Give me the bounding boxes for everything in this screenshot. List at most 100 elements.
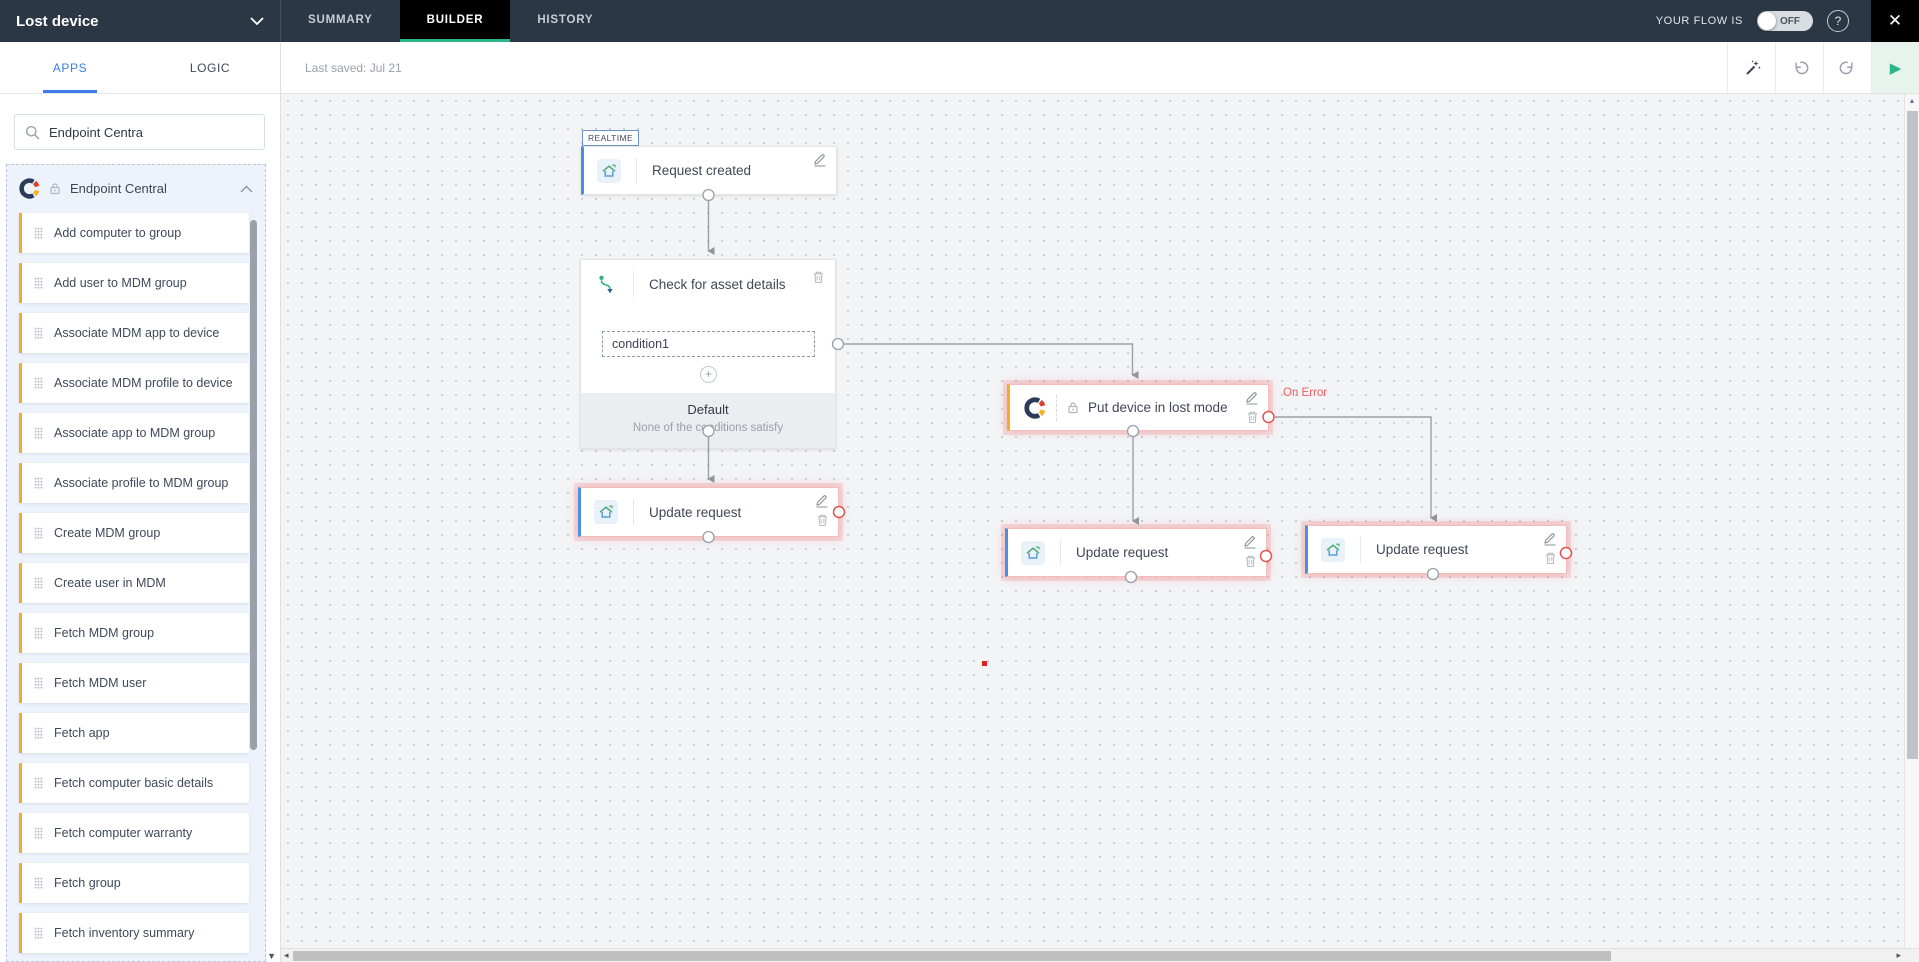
- servicedesk-app-icon: [1321, 537, 1345, 562]
- node-divider: [633, 271, 634, 297]
- delete-icon[interactable]: [816, 513, 829, 527]
- edit-icon[interactable]: [813, 152, 827, 167]
- chevron-up-icon[interactable]: [240, 185, 253, 193]
- app-action-item[interactable]: Associate MDM profile to device: [19, 363, 249, 403]
- delete-icon[interactable]: [812, 270, 825, 284]
- edit-icon[interactable]: [815, 493, 829, 508]
- node-update-request-right[interactable]: Update request: [1305, 525, 1567, 574]
- builder-toolbar: Last saved: Jul 21 ▶: [281, 42, 1919, 94]
- on-error-label: On Error: [1283, 387, 1328, 399]
- redo-button[interactable]: [1823, 42, 1871, 93]
- drag-grip-icon: [34, 677, 43, 689]
- app-action-list: Add computer to group: [7, 210, 265, 961]
- sidebar-scrollbar[interactable]: [250, 220, 257, 750]
- scroll-left-arrow[interactable]: ◂: [284, 950, 289, 960]
- tab-summary[interactable]: SUMMARY: [308, 13, 373, 26]
- node-request-created[interactable]: Request created: [581, 146, 837, 195]
- delete-icon[interactable]: [1246, 410, 1259, 424]
- servicedesk-app-icon: [594, 500, 618, 524]
- app-action-item[interactable]: Associate MDM app to device: [19, 313, 249, 353]
- node-label: Update request: [1076, 545, 1169, 560]
- drag-grip-icon: [34, 627, 43, 639]
- flow-on-off-toggle[interactable]: OFF: [1757, 11, 1813, 31]
- search-wrap: [0, 94, 280, 162]
- topbar-right: YOUR FLOW IS OFF ? ✕: [1656, 0, 1919, 42]
- flow-status-label: YOUR FLOW IS: [1655, 15, 1743, 27]
- app-action-label: Add computer to group: [54, 226, 182, 240]
- toggle-knob: [1758, 12, 1776, 30]
- app-action-item[interactable]: Fetch MDM group: [19, 613, 249, 653]
- node-divider: [1056, 394, 1057, 421]
- app-action-label: Fetch inventory summary: [54, 926, 195, 940]
- edit-icon[interactable]: [1243, 534, 1257, 549]
- app-action-label: Associate profile to MDM group: [54, 476, 229, 490]
- sidebar-scroll-down-arrow[interactable]: ▼: [267, 951, 276, 961]
- drag-grip-icon: [34, 427, 43, 439]
- flow-title-bar[interactable]: Lost device: [0, 0, 281, 42]
- node-label: Update request: [1376, 542, 1469, 557]
- edit-icon[interactable]: [1543, 531, 1557, 546]
- app-group-header[interactable]: Endpoint Central: [7, 165, 265, 210]
- undo-button[interactable]: [1775, 42, 1823, 93]
- app-action-item[interactable]: Create MDM group: [19, 513, 249, 553]
- default-branch-subtitle: None of the conditions satisfy: [632, 422, 784, 434]
- servicedesk-app-icon: [597, 158, 621, 183]
- edit-icon[interactable]: [1245, 390, 1259, 405]
- app-action-item[interactable]: Fetch computer warranty: [19, 813, 249, 853]
- vertical-scroll-thumb[interactable]: [1907, 111, 1918, 759]
- app-action-item[interactable]: Associate app to MDM group: [19, 413, 249, 453]
- app-action-item[interactable]: Create user in MDM: [19, 563, 249, 603]
- node-put-device-in-lost-mode[interactable]: Put device in lost mode: [1007, 384, 1269, 431]
- sidebar-tab-logic[interactable]: LOGIC: [189, 60, 231, 75]
- toolbar-actions: ▶: [1727, 42, 1919, 93]
- toggle-state-label: OFF: [1780, 15, 1800, 27]
- app-action-item[interactable]: Add computer to group: [19, 213, 249, 253]
- app-action-label: Fetch MDM group: [54, 626, 155, 640]
- drag-grip-icon: [34, 377, 43, 389]
- canvas-horizontal-scrollbar[interactable]: ◂ ▸: [281, 948, 1919, 962]
- drag-grip-icon: [34, 277, 43, 289]
- search-input[interactable]: [49, 124, 254, 140]
- help-button[interactable]: ?: [1827, 10, 1849, 32]
- app-action-item[interactable]: Add user to MDM group: [19, 263, 249, 303]
- tab-builder[interactable]: BUILDER: [399, 0, 511, 42]
- close-button[interactable]: ✕: [1871, 0, 1919, 42]
- app-action-item[interactable]: Fetch app: [19, 713, 249, 753]
- drag-grip-icon: [34, 527, 43, 539]
- drag-grip-icon: [34, 327, 43, 339]
- app-action-item[interactable]: Fetch MDM user: [19, 663, 249, 703]
- node-label: Put device in lost mode: [1088, 400, 1228, 415]
- horizontal-scroll-thumb[interactable]: [293, 951, 1611, 961]
- search-box[interactable]: [14, 114, 265, 150]
- chevron-down-icon[interactable]: [250, 17, 264, 25]
- drag-grip-icon: [34, 927, 43, 939]
- magic-wand-button[interactable]: [1727, 42, 1775, 93]
- app-action-item[interactable]: Fetch group: [19, 863, 249, 903]
- app-action-label: Fetch MDM user: [54, 676, 147, 690]
- tab-history[interactable]: HISTORY: [537, 13, 594, 26]
- app-action-label: Associate MDM app to device: [54, 326, 220, 340]
- app-action-item[interactable]: Fetch computer basic details: [19, 763, 249, 803]
- lock-icon: [49, 182, 61, 195]
- scroll-right-arrow[interactable]: ▸: [1896, 950, 1901, 960]
- flow-canvas[interactable]: REALTIME Request created Check for asset…: [281, 94, 1919, 948]
- scroll-up-arrow[interactable]: ▲: [1908, 98, 1916, 105]
- app-action-label: Fetch computer basic details: [54, 776, 214, 790]
- app-action-label: Associate MDM profile to device: [54, 376, 233, 390]
- canvas-vertical-scrollbar[interactable]: ▲: [1904, 94, 1919, 948]
- app-action-label: Create MDM group: [54, 526, 161, 540]
- sidebar-tab-apps[interactable]: APPS: [0, 42, 140, 93]
- condition-list: condition1 +: [581, 308, 835, 383]
- node-update-request-middle[interactable]: Update request: [1005, 528, 1267, 577]
- add-condition-button[interactable]: +: [700, 366, 717, 383]
- condition-pill[interactable]: condition1: [602, 331, 815, 357]
- node-check-for-asset-details[interactable]: Check for asset details condition1 + Def…: [580, 259, 836, 449]
- run-flow-button[interactable]: ▶: [1871, 42, 1919, 93]
- delete-icon[interactable]: [1244, 554, 1257, 568]
- condition-default-branch[interactable]: Default None of the conditions satisfy: [581, 393, 835, 448]
- app-action-item[interactable]: Fetch inventory summary: [19, 913, 249, 953]
- node-update-request-left[interactable]: Update request: [578, 487, 839, 537]
- drag-grip-icon: [34, 827, 43, 839]
- app-action-item[interactable]: Associate profile to MDM group: [19, 463, 249, 503]
- delete-icon[interactable]: [1544, 551, 1557, 565]
